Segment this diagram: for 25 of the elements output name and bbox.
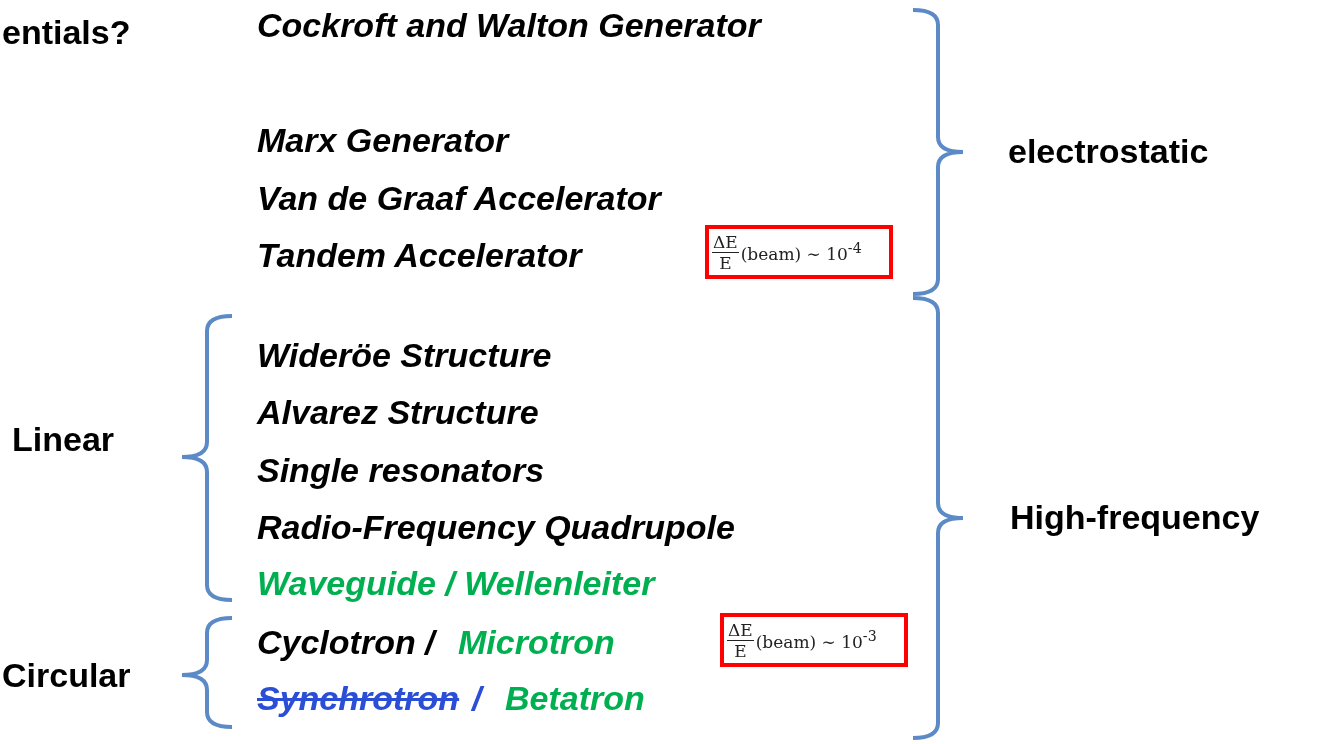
accelerator-name: Microtron bbox=[458, 622, 615, 662]
accelerator-name: Tandem Accelerator bbox=[257, 235, 582, 275]
group-label: Circular bbox=[2, 655, 131, 695]
accelerator-name: Synchrotron bbox=[257, 678, 460, 718]
fraction-numerator: ΔE bbox=[727, 619, 754, 641]
heading-text: entials? bbox=[2, 12, 131, 52]
fraction-denominator: E bbox=[734, 640, 747, 661]
accelerator-name: Waveguide / Wellenleiter bbox=[257, 563, 655, 603]
fraction-denominator: E bbox=[719, 252, 732, 273]
accelerator-name: Single resonators bbox=[257, 450, 545, 490]
accelerator-name: Van de Graaf Accelerator bbox=[257, 178, 661, 218]
formula-box bbox=[720, 613, 908, 667]
accelerator-name: Marx Generator bbox=[257, 120, 509, 160]
formula-text: (beam) ∼ 10$^{-3}$ bbox=[755, 628, 877, 652]
formula-box bbox=[705, 225, 893, 279]
formula-text: (beam) ∼ 10$^{-4}$ bbox=[740, 240, 862, 264]
accelerator-name: Alvarez Structure bbox=[257, 392, 539, 432]
group-label: High-frequency bbox=[1010, 497, 1260, 537]
accelerator-name: Wideröe Structure bbox=[257, 335, 552, 375]
accelerator-name: Radio-Frequency Quadrupole bbox=[257, 507, 735, 547]
fraction-numerator: ΔE bbox=[712, 231, 739, 253]
group-label: electrostatic bbox=[1008, 131, 1209, 171]
group-label: Linear bbox=[12, 419, 115, 459]
accelerator-name: Cockroft and Walton Generator bbox=[257, 5, 761, 45]
accelerator-name: Betatron bbox=[505, 678, 645, 718]
